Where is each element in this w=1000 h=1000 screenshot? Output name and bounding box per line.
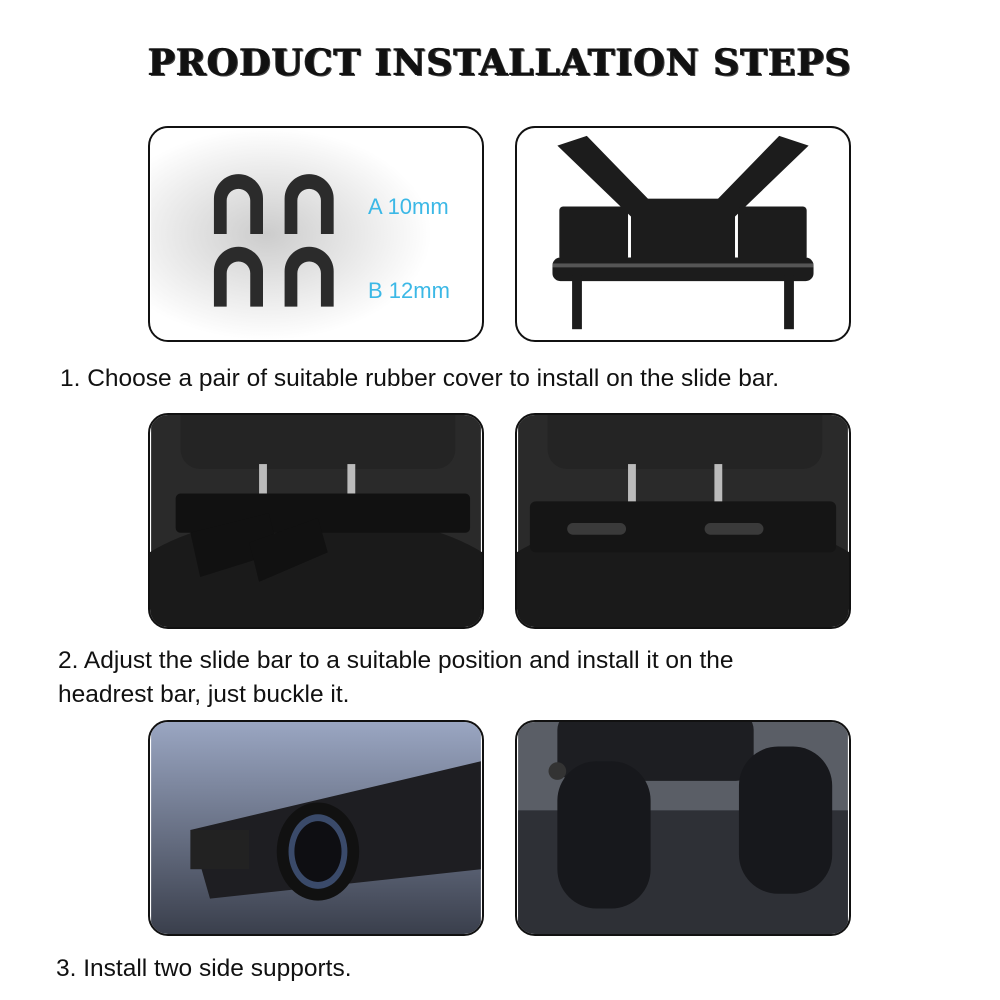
side-supports-installed-image (515, 720, 851, 936)
step-3-caption: 3. Install two side supports. (56, 955, 352, 982)
size-label-a: A 10mm (368, 194, 449, 219)
step-2-caption-line2: headrest bar, just buckle it. (58, 681, 350, 708)
step-1-caption: 1. Choose a pair of suitable rubber cove… (60, 365, 780, 392)
side-support-closeup-image (148, 720, 484, 936)
step-2-caption-line1: 2. Adjust the slide bar to a suitable po… (58, 647, 734, 674)
rubber-covers-image: A 10mm B 12mm (148, 126, 484, 342)
slide-bar-image (515, 126, 851, 342)
headrest-install-closed-image (515, 413, 851, 629)
headrest-install-open-image (148, 413, 484, 629)
size-label-b: B 12mm (368, 278, 450, 303)
page-title: PRODUCT INSTALLATION STEPS (148, 42, 852, 84)
